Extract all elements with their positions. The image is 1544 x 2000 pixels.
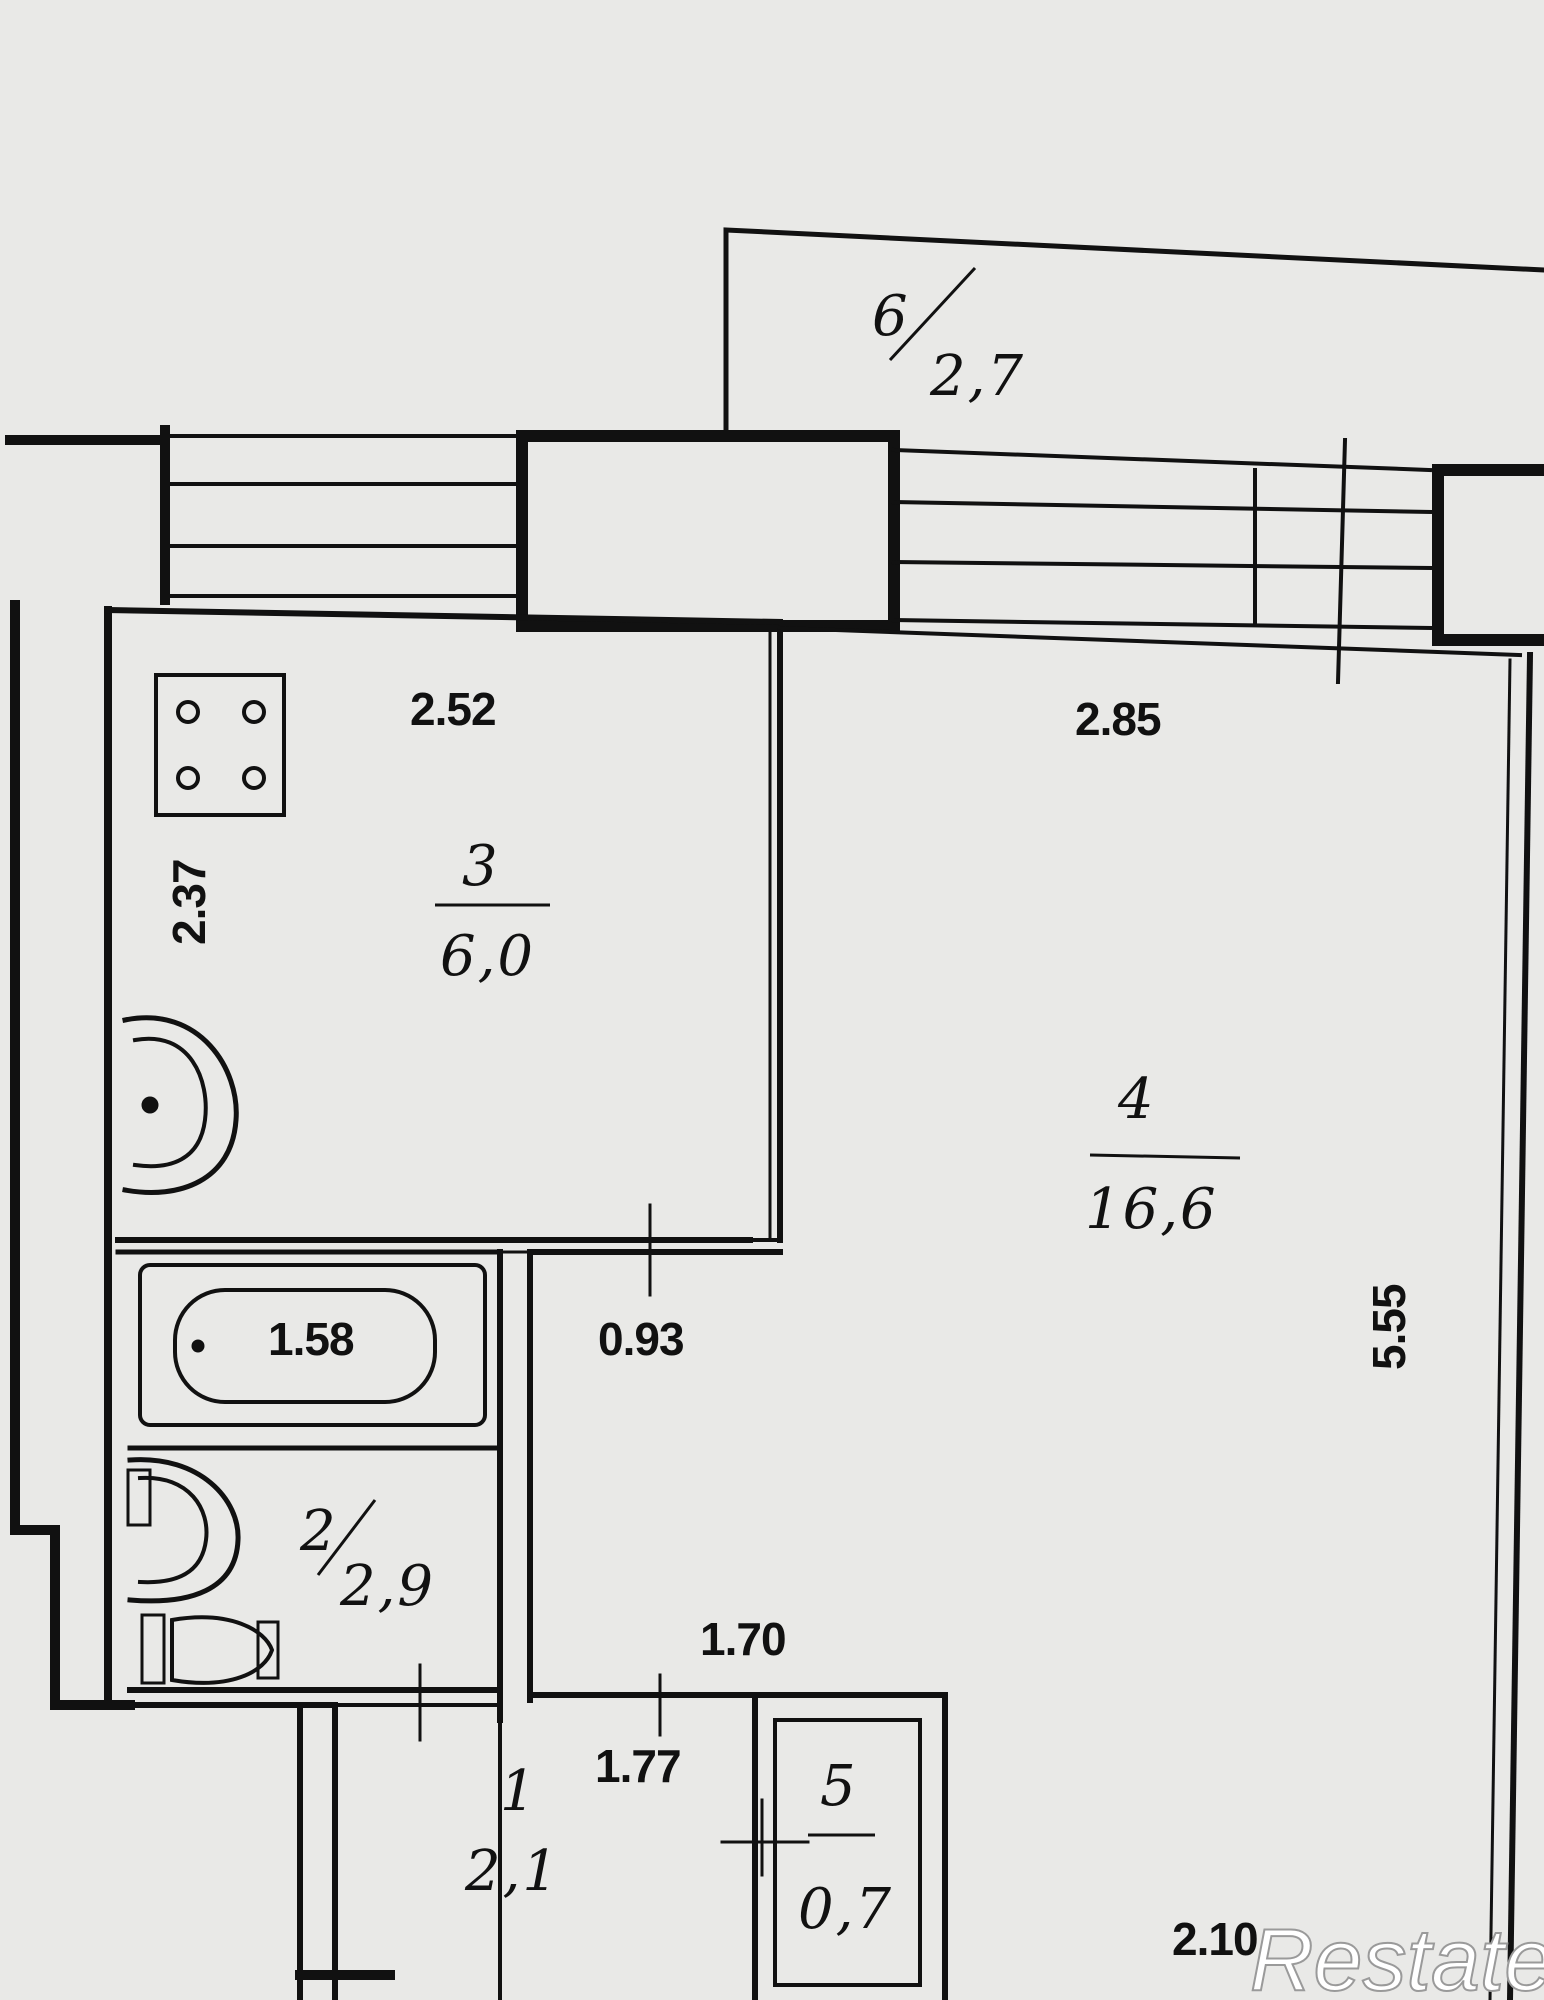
living-room: [748, 625, 1534, 2000]
room-number: 3: [462, 834, 498, 899]
room-label-hall: 1 2,1: [464, 1759, 560, 1904]
bath-sink-icon: [126, 1457, 241, 1604]
room-number: 4: [1117, 1067, 1154, 1132]
hall-room: [127, 1702, 502, 2000]
room-label-kitchen: 3 6,0: [435, 834, 550, 989]
room-number: 1: [500, 1759, 536, 1824]
dim-kitchen-depth: 2.37: [163, 859, 215, 945]
room-number: 5: [820, 1754, 856, 1819]
room-label-closet: 5 0,7: [798, 1754, 893, 1942]
room-area: 0,7: [798, 1877, 893, 1942]
stove-icon: [154, 673, 286, 817]
dim-hall-top: 1.70: [700, 1613, 786, 1665]
room-area: 2,1: [464, 1839, 560, 1904]
room-number: 2: [299, 1499, 336, 1564]
wall-pier-right: [1432, 464, 1544, 646]
dim-living-depth: 5.55: [1363, 1284, 1415, 1370]
room-label-balcony: 6 2,7: [872, 266, 1025, 409]
window-left: [5, 425, 524, 605]
dim-wall-segment: 0.93: [598, 1313, 684, 1365]
wall-pier: [516, 430, 900, 632]
closet-room: [658, 1673, 948, 2000]
window-right: [891, 437, 1433, 685]
watermark-logo: Restate: [1250, 1910, 1544, 2000]
room-label-living: 4 16,6: [1085, 1067, 1241, 1242]
room-area: 16,6: [1085, 1177, 1218, 1242]
toilet-icon: [140, 1613, 280, 1685]
room-area: 2,7: [929, 344, 1025, 409]
room-number: 6: [872, 284, 908, 349]
room-label-bathroom: 2 2,9: [299, 1499, 435, 1619]
dim-hall-inner: 1.77: [595, 1740, 681, 1792]
dim-kitchen-width: 2.52: [410, 683, 496, 735]
dim-living-width: 2.85: [1075, 693, 1161, 745]
room-area: 6,0: [440, 924, 535, 989]
room-area: 2,9: [339, 1554, 435, 1619]
balcony-outline: [723, 227, 1544, 435]
dim-bath-length: 1.58: [268, 1313, 354, 1365]
bathtub-icon: [138, 1263, 487, 1427]
wall-left: [10, 600, 135, 1710]
kitchen-sink-icon: [122, 1015, 239, 1195]
wall-inner: [497, 1249, 948, 1723]
dim-bottom-right: 2.10: [1172, 1913, 1258, 1965]
